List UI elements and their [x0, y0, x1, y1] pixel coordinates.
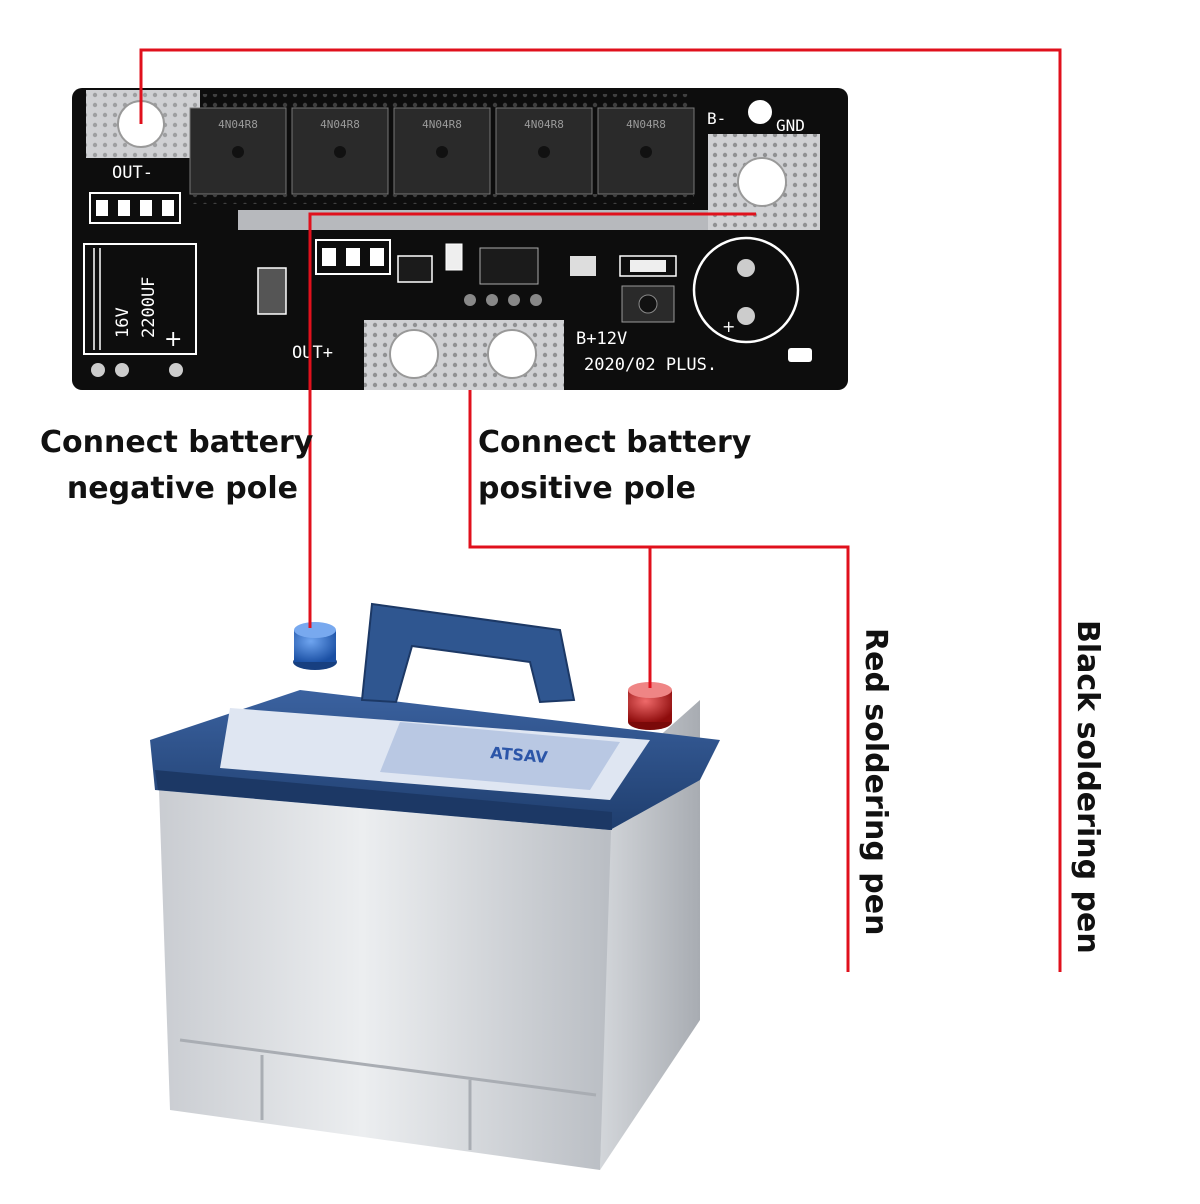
- round-cap-plus: +: [722, 317, 735, 336]
- out-plus-pad: [364, 320, 564, 390]
- smd-components: [257, 239, 677, 323]
- resistor-group-left: [89, 192, 181, 224]
- red-pen-wire: [468, 390, 850, 972]
- gnd-label: GND: [776, 116, 805, 135]
- car-battery: ATSAV: [150, 602, 720, 1170]
- round-capacitor: +: [692, 236, 800, 344]
- negative-wire: [308, 212, 756, 628]
- negative-pole-line-2: negative pole: [66, 471, 298, 506]
- positive-pole-label: Connect battery positive pole: [478, 420, 751, 512]
- red-soldering-pen-label: Red soldering pen: [858, 628, 893, 936]
- b-plus-label: B+12V: [576, 329, 627, 349]
- capacitor-plus-label: +: [164, 327, 182, 352]
- pcb-board: 4N04R8 4N04R8 4N04R8 4N04R8 4N04R8 OUT- …: [72, 88, 848, 390]
- capacitor-voltage-label: 16V: [113, 307, 133, 338]
- negative-terminal: [293, 622, 337, 670]
- out-plus-label: OUT+: [292, 343, 333, 363]
- out-minus-label: OUT-: [112, 163, 153, 183]
- negative-pole-line-1: Connect battery: [40, 425, 314, 460]
- positive-terminal: [628, 682, 672, 730]
- battery-front-face: [158, 760, 612, 1170]
- capacitor-value-label: 2200UF: [139, 277, 159, 338]
- wiring: [139, 48, 1062, 972]
- diode-ss34: [257, 267, 287, 315]
- battery-handle: [360, 602, 576, 704]
- board-version-label: 2020/02 PLUS.: [584, 355, 717, 375]
- mosfet-1-label: 4N04R8: [218, 118, 258, 131]
- black-pen-wire: [139, 48, 1062, 972]
- top-header-holes: [200, 94, 690, 108]
- positive-pole-line-1: Connect battery: [478, 425, 752, 460]
- mosfet-2-label: 4N04R8: [320, 118, 360, 131]
- b-minus-label: B-: [707, 109, 726, 128]
- negative-pole-label: Connect battery negative pole: [40, 420, 314, 512]
- battery-brand: ATSAV: [490, 743, 549, 767]
- mosfet-4-label: 4N04R8: [524, 118, 564, 131]
- mosfet-3-label: 4N04R8: [422, 118, 462, 131]
- positive-pole-line-2: positive pole: [478, 471, 696, 506]
- board-mount-slot: [788, 348, 812, 362]
- out-minus-pad: [86, 90, 200, 158]
- mosfet-row: 4N04R8 4N04R8 4N04R8 4N04R8 4N04R8: [189, 107, 695, 204]
- capacitor-2200uf: 16V 2200UF +: [83, 243, 197, 377]
- mosfet-5-label: 4N04R8: [626, 118, 666, 131]
- black-soldering-pen-label: Black soldering pen: [1070, 620, 1105, 954]
